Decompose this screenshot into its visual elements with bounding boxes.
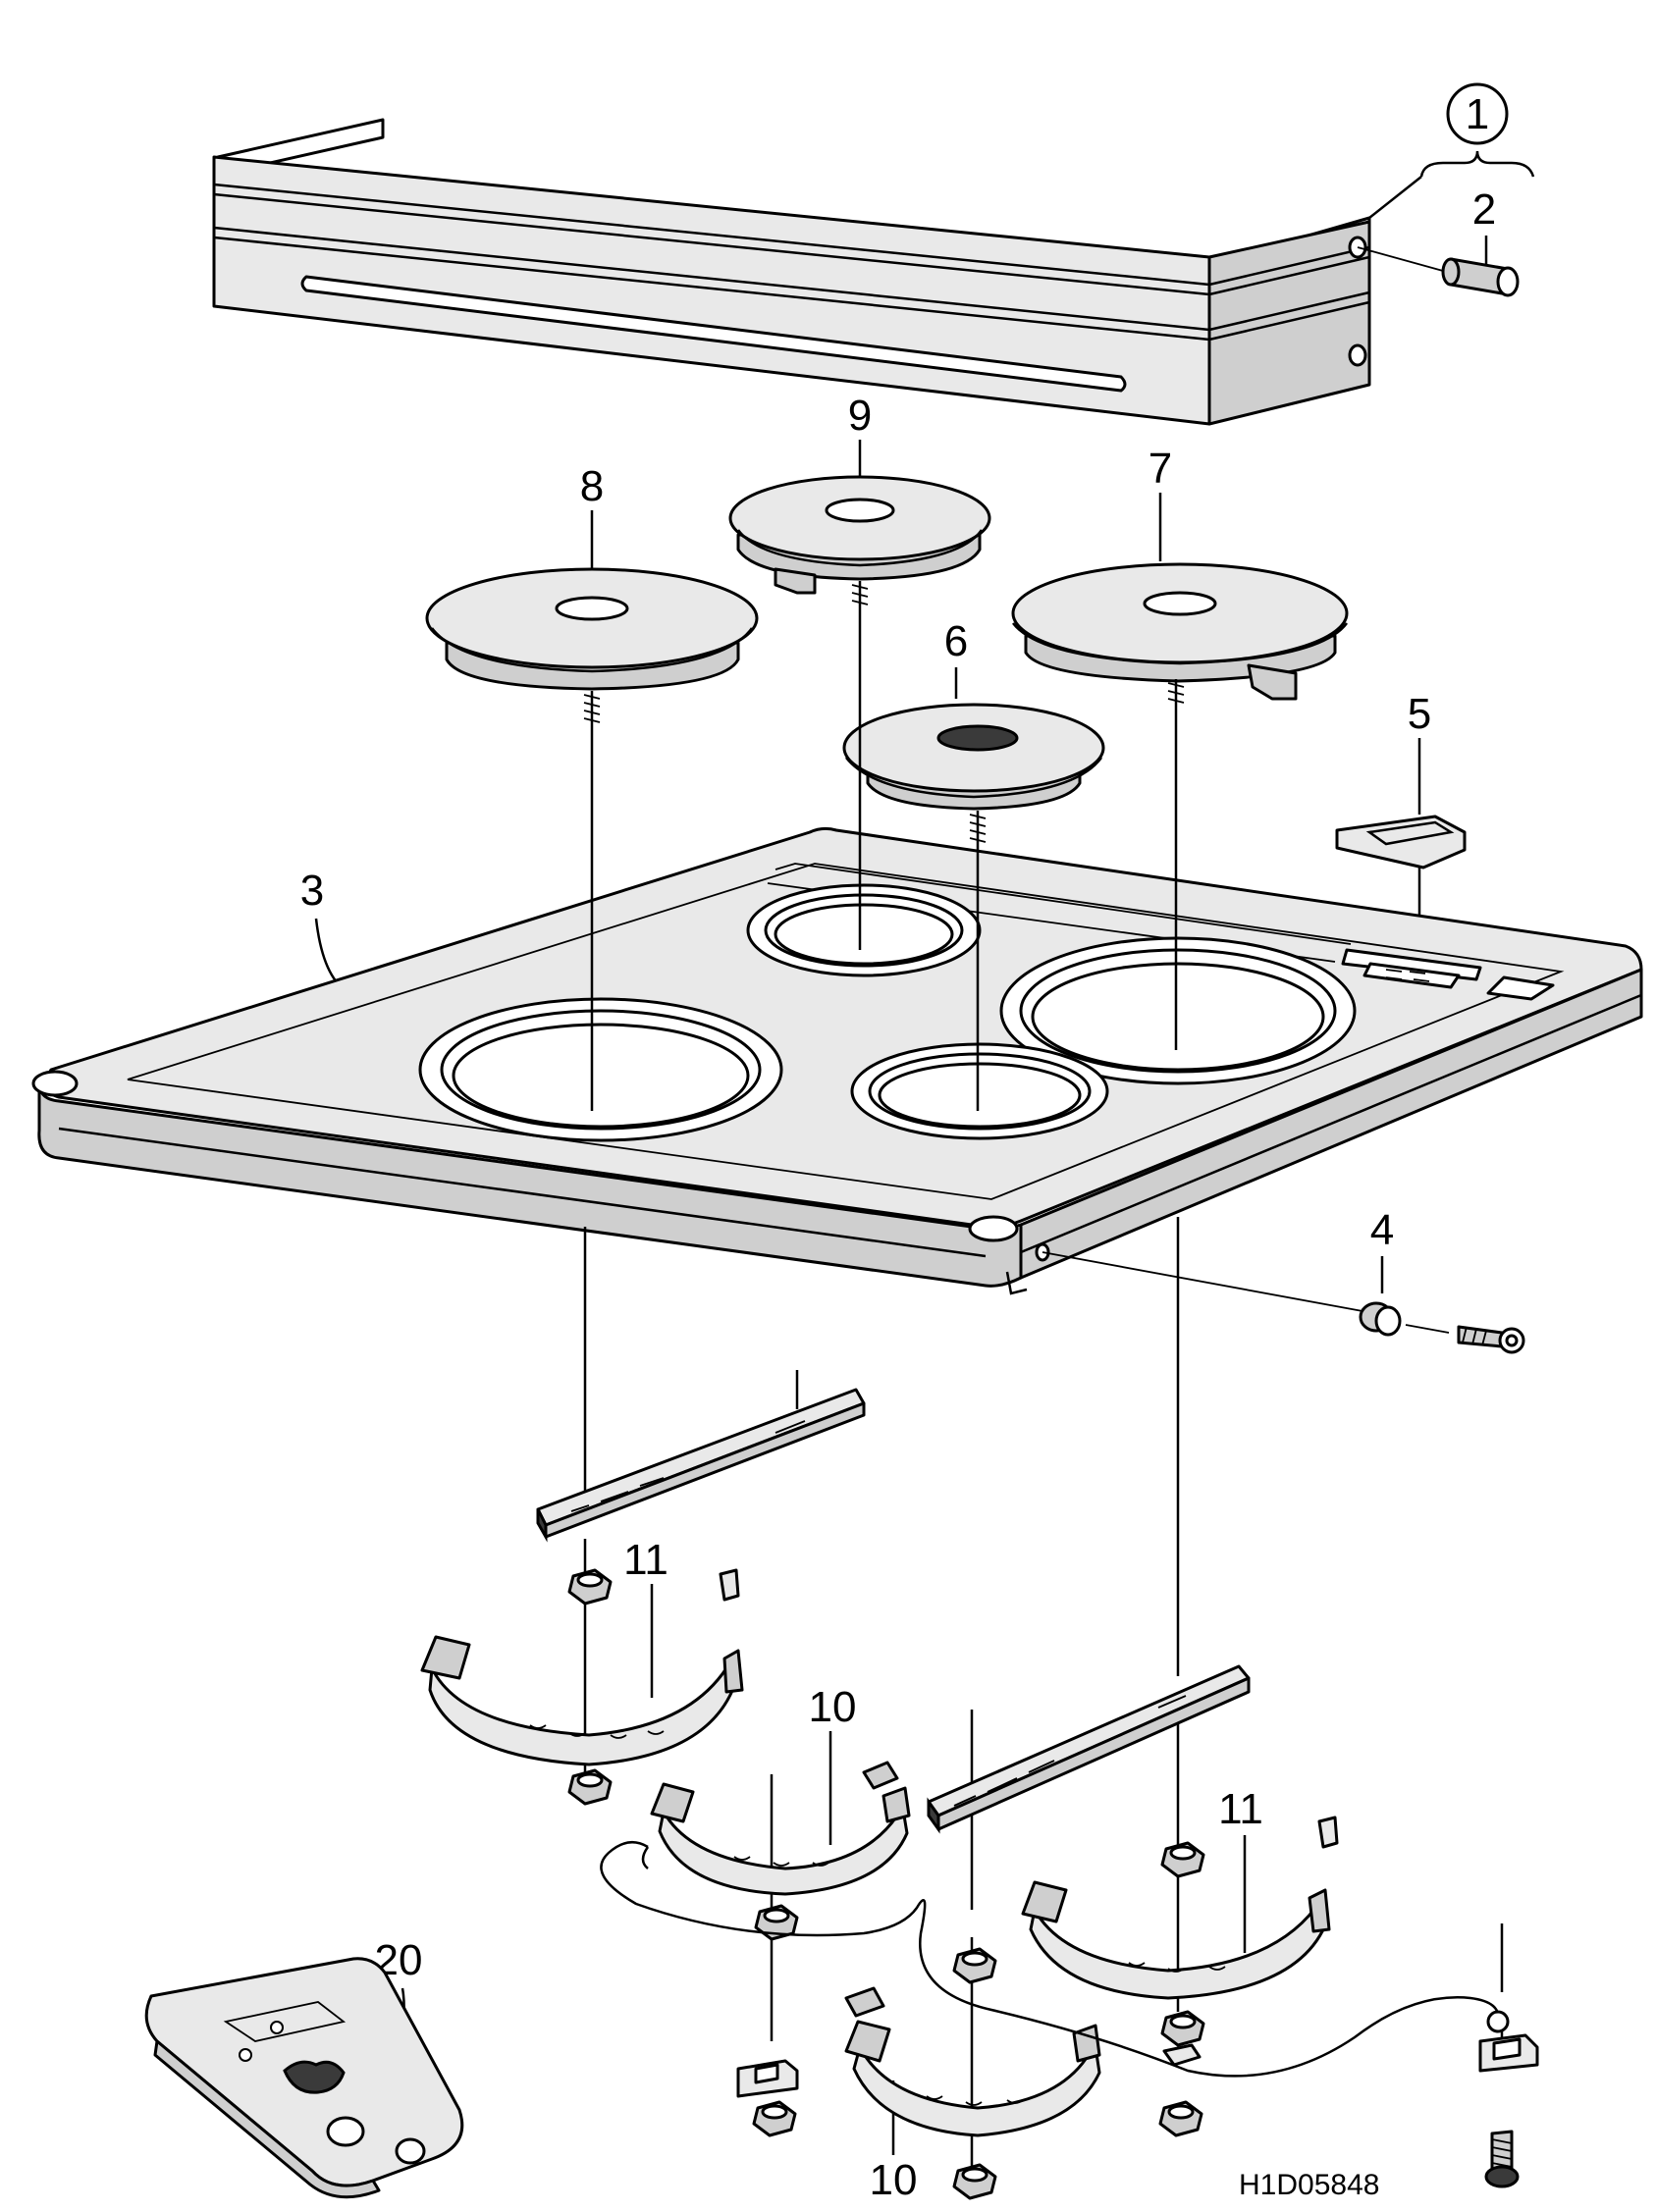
part-20-instruction-label: 20 — [144, 1936, 464, 2199]
part-8-hotplate-large: 8 — [425, 462, 759, 726]
part-10-bracket-bottom: 10 — [844, 2020, 1101, 2204]
part-6-hotplate-rapid: 6 — [842, 617, 1105, 846]
part-11-bracket-right: 11 — [1021, 1785, 1331, 2000]
callout-2-label: 2 — [1472, 185, 1496, 234]
nut — [952, 1947, 997, 1984]
part-4-grommet-screw: 4 — [1042, 1206, 1525, 1354]
nut — [952, 2163, 997, 2200]
nut — [754, 1904, 799, 1941]
nut — [567, 1768, 613, 1806]
earth-wire — [600, 1840, 1510, 2078]
nut — [1160, 1841, 1205, 1878]
nut — [1158, 2100, 1203, 2137]
callout-11b-label: 11 — [1218, 1785, 1263, 1833]
callout-11a-label: 11 — [623, 1536, 668, 1584]
part-7-hotplate-large: 7 — [1011, 445, 1349, 709]
callout-7-label: 7 — [1149, 445, 1172, 493]
part-3-hob-top: 3 — [31, 610, 1643, 1295]
nuts — [567, 1568, 1205, 2200]
callout-5-label: 5 — [1408, 690, 1431, 738]
part-9-hotplate-small: 9 — [728, 392, 991, 610]
part-10-bracket-center: 10 — [650, 1683, 911, 1896]
part-11-bracket-left: 11 — [420, 1536, 744, 1766]
callout-1: 1 — [1368, 82, 1535, 219]
part-5-cover-plate: 5 — [1335, 690, 1467, 944]
callout-4-label: 4 — [1370, 1206, 1394, 1254]
nut — [1160, 2010, 1205, 2047]
part-2-pin: 2 — [1357, 185, 1520, 297]
small-clips — [719, 1568, 1539, 2098]
callout-3-label: 3 — [300, 867, 324, 915]
nut — [567, 1568, 613, 1606]
callout-9-label: 9 — [848, 392, 872, 440]
clamp-bar-left — [536, 1388, 866, 1543]
clamp-bar-right — [927, 1664, 1251, 1834]
nut — [752, 2100, 797, 2137]
bottom-screw — [1484, 2130, 1520, 2188]
drawing-reference: H1D05848 — [1239, 2169, 1379, 2201]
callout-6-label: 6 — [944, 617, 968, 665]
back-panel — [212, 118, 1371, 426]
callout-10b-label: 10 — [870, 2156, 918, 2204]
callout-1-label: 1 — [1466, 90, 1489, 138]
callout-10a-label: 10 — [809, 1683, 857, 1731]
callout-8-label: 8 — [580, 462, 604, 510]
